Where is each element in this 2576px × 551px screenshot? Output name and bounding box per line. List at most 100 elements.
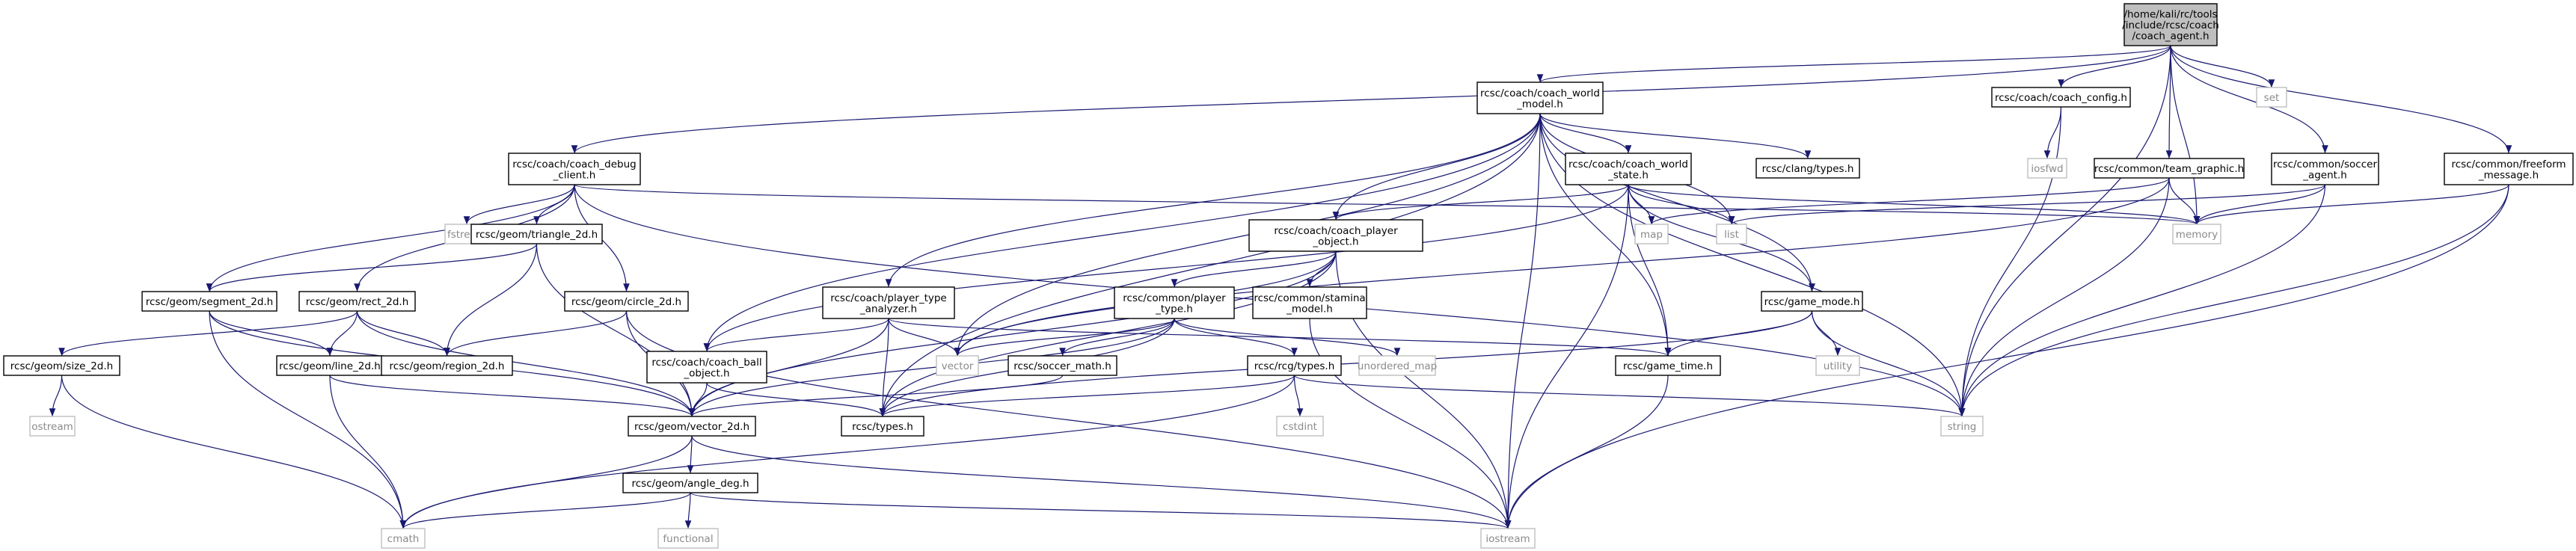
edge-coach-config-to-string [1958, 106, 2062, 417]
node-box [1476, 81, 1604, 114]
edge-team-graphic-to-memory [2168, 177, 2201, 225]
node-player-type[interactable]: rcsc/common/player_type.h [1114, 286, 1235, 319]
node-types[interactable]: rcsc/types.h [841, 416, 924, 437]
edge-coach-agent-to-coach-debug-client [571, 45, 2171, 154]
node-box [508, 153, 641, 185]
node-soccer-math[interactable]: rcsc/soccer_math.h [1008, 355, 1117, 376]
node-box [2027, 158, 2067, 179]
edge-coach-world-state-to-list [1628, 184, 1735, 225]
edge-angle-deg-to-functional [684, 492, 692, 529]
node-iosfwd[interactable]: iosfwd [2027, 158, 2067, 179]
node-label: string [1948, 421, 1977, 433]
node-circle-2d[interactable]: rcsc/geom/circle_2d.h [564, 291, 689, 312]
node-functional[interactable]: functional [657, 528, 719, 549]
node-label: rcsc/rcg/types.h [1254, 360, 1335, 372]
edge-rect-2d-to-line-2d [326, 310, 358, 357]
node-utility[interactable]: utility [1815, 355, 1860, 376]
node-label: /coach_agent.h [2132, 31, 2209, 43]
node-box [657, 528, 719, 549]
node-ostream[interactable]: ostream [29, 416, 76, 437]
edge-rect-2d-to-size-2d [58, 310, 358, 357]
node-box [2444, 153, 2574, 185]
node-label: _message.h [2478, 169, 2539, 181]
node-label: rcsc/coach/coach_debug [512, 158, 636, 170]
edge-team-graphic-to-vector [954, 177, 2170, 357]
node-box [470, 224, 603, 244]
node-coach-ball-object[interactable]: rcsc/coach/coach_ball_object.h [646, 351, 767, 384]
node-box [381, 528, 426, 549]
edge-team-graphic-to-map [1648, 177, 2170, 225]
node-label: _state.h [1607, 169, 1649, 181]
node-label: rcsc/geom/rect_2d.h [306, 296, 409, 308]
node-coach-debug-client[interactable]: rcsc/coach/coach_debug_client.h [508, 153, 641, 185]
node-box [2094, 158, 2245, 179]
node-label: rcsc/geom/vector_2d.h [634, 421, 749, 433]
node-stamina-model[interactable]: rcsc/common/stamina_model.h [1252, 286, 1367, 319]
node-region-2d[interactable]: rcsc/geom/region_2d.h [381, 355, 513, 376]
node-coach-config[interactable]: rcsc/coach/coach_config.h [1991, 87, 2131, 108]
node-box [276, 355, 384, 376]
node-label: _analyzer.h [859, 303, 917, 315]
node-label: rcsc/common/soccer [2273, 158, 2377, 170]
node-iostream[interactable]: iostream [1480, 528, 1536, 549]
edge-game-time-to-iostream [1504, 375, 1669, 529]
node-game-time[interactable]: rcsc/game_time.h [1615, 355, 1721, 376]
node-vector[interactable]: vector [936, 355, 979, 376]
node-coach-agent[interactable]: /home/kali/rc/tools/include/rcsc/coach/c… [2122, 3, 2219, 46]
node-label: unordered_map [1358, 360, 1437, 372]
node-coach-world-model[interactable]: rcsc/coach/coach_world_model.h [1476, 81, 1604, 114]
node-unordered-map[interactable]: unordered_map [1358, 355, 1437, 376]
node-label: rcsc/clang/types.h [1762, 163, 1854, 175]
node-label: /home/kali/rc/tools [2123, 9, 2217, 21]
node-clang-types[interactable]: rcsc/clang/types.h [1755, 158, 1860, 179]
node-box [1991, 87, 2131, 108]
node-label: rcsc/common/freeform [2451, 158, 2566, 170]
edge-coach-agent-to-soccer-agent [2170, 45, 2328, 154]
edge-coach-player-object-to-types [879, 250, 1337, 417]
node-rcg-types[interactable]: rcsc/rcg/types.h [1247, 355, 1342, 376]
node-string[interactable]: string [1940, 416, 1984, 437]
edge-coach-agent-to-string [1958, 45, 2171, 417]
dependency-edges [49, 45, 2512, 529]
node-rect-2d[interactable]: rcsc/geom/rect_2d.h [298, 291, 416, 312]
node-map[interactable]: map [1634, 224, 1669, 244]
node-label: _client.h [553, 169, 596, 181]
edge-player-type-to-unordered-map [1174, 318, 1401, 357]
node-box [1565, 153, 1692, 185]
node-label: rcsc/coach/coach_ball [651, 357, 761, 369]
node-label: rcsc/game_time.h [1623, 360, 1713, 372]
node-coach-world-state[interactable]: rcsc/coach/coach_world_state.h [1565, 153, 1692, 185]
node-box [298, 291, 416, 312]
edge-coach-world-state-to-memory [1628, 184, 2201, 225]
node-player-type-analyzer[interactable]: rcsc/coach/player_type_analyzer.h [822, 286, 955, 319]
node-coach-player-object[interactable]: rcsc/coach/coach_player_object.h [1248, 219, 1423, 252]
node-team-graphic[interactable]: rcsc/common/team_graphic.h [2094, 158, 2245, 179]
node-triangle-2d[interactable]: rcsc/geom/triangle_2d.h [470, 224, 603, 244]
node-label: rcsc/geom/circle_2d.h [571, 296, 681, 308]
node-memory[interactable]: memory [2172, 224, 2221, 244]
node-freeform-message[interactable]: rcsc/common/freeform_message.h [2444, 153, 2574, 185]
edge-soccer-agent-to-string [1958, 184, 2326, 417]
node-game-mode[interactable]: rcsc/game_mode.h [1761, 291, 1863, 312]
node-label: rcsc/geom/line_2d.h [279, 360, 381, 372]
node-line-2d[interactable]: rcsc/geom/line_2d.h [276, 355, 384, 376]
node-label: rcsc/coach/coach_config.h [1995, 92, 2127, 104]
node-box [1716, 224, 1747, 244]
edge-player-type-analyzer-to-game-time [888, 318, 1671, 357]
edge-triangle-2d-to-segment-2d [206, 243, 538, 292]
node-label: rcsc/geom/size_2d.h [10, 360, 113, 372]
node-cmath[interactable]: cmath [381, 528, 426, 549]
node-size-2d[interactable]: rcsc/geom/size_2d.h [3, 355, 120, 376]
node-cstdint[interactable]: cstdint [1276, 416, 1324, 437]
node-vector-2d[interactable]: rcsc/geom/vector_2d.h [628, 416, 756, 437]
node-box [2172, 224, 2221, 244]
node-angle-deg[interactable]: rcsc/geom/angle_deg.h [622, 472, 758, 493]
node-set[interactable]: set [2256, 87, 2287, 108]
node-label: ostream [31, 421, 73, 433]
edge-coach-player-object-to-vector-2d [688, 250, 1337, 417]
edge-circle-2d-to-iostream [625, 310, 1512, 529]
node-soccer-agent[interactable]: rcsc/common/soccer_agent.h [2271, 153, 2379, 185]
node-list[interactable]: list [1716, 224, 1747, 244]
node-segment-2d[interactable]: rcsc/geom/segment_2d.h [141, 291, 277, 312]
edge-game-mode-to-string [1811, 310, 1966, 417]
